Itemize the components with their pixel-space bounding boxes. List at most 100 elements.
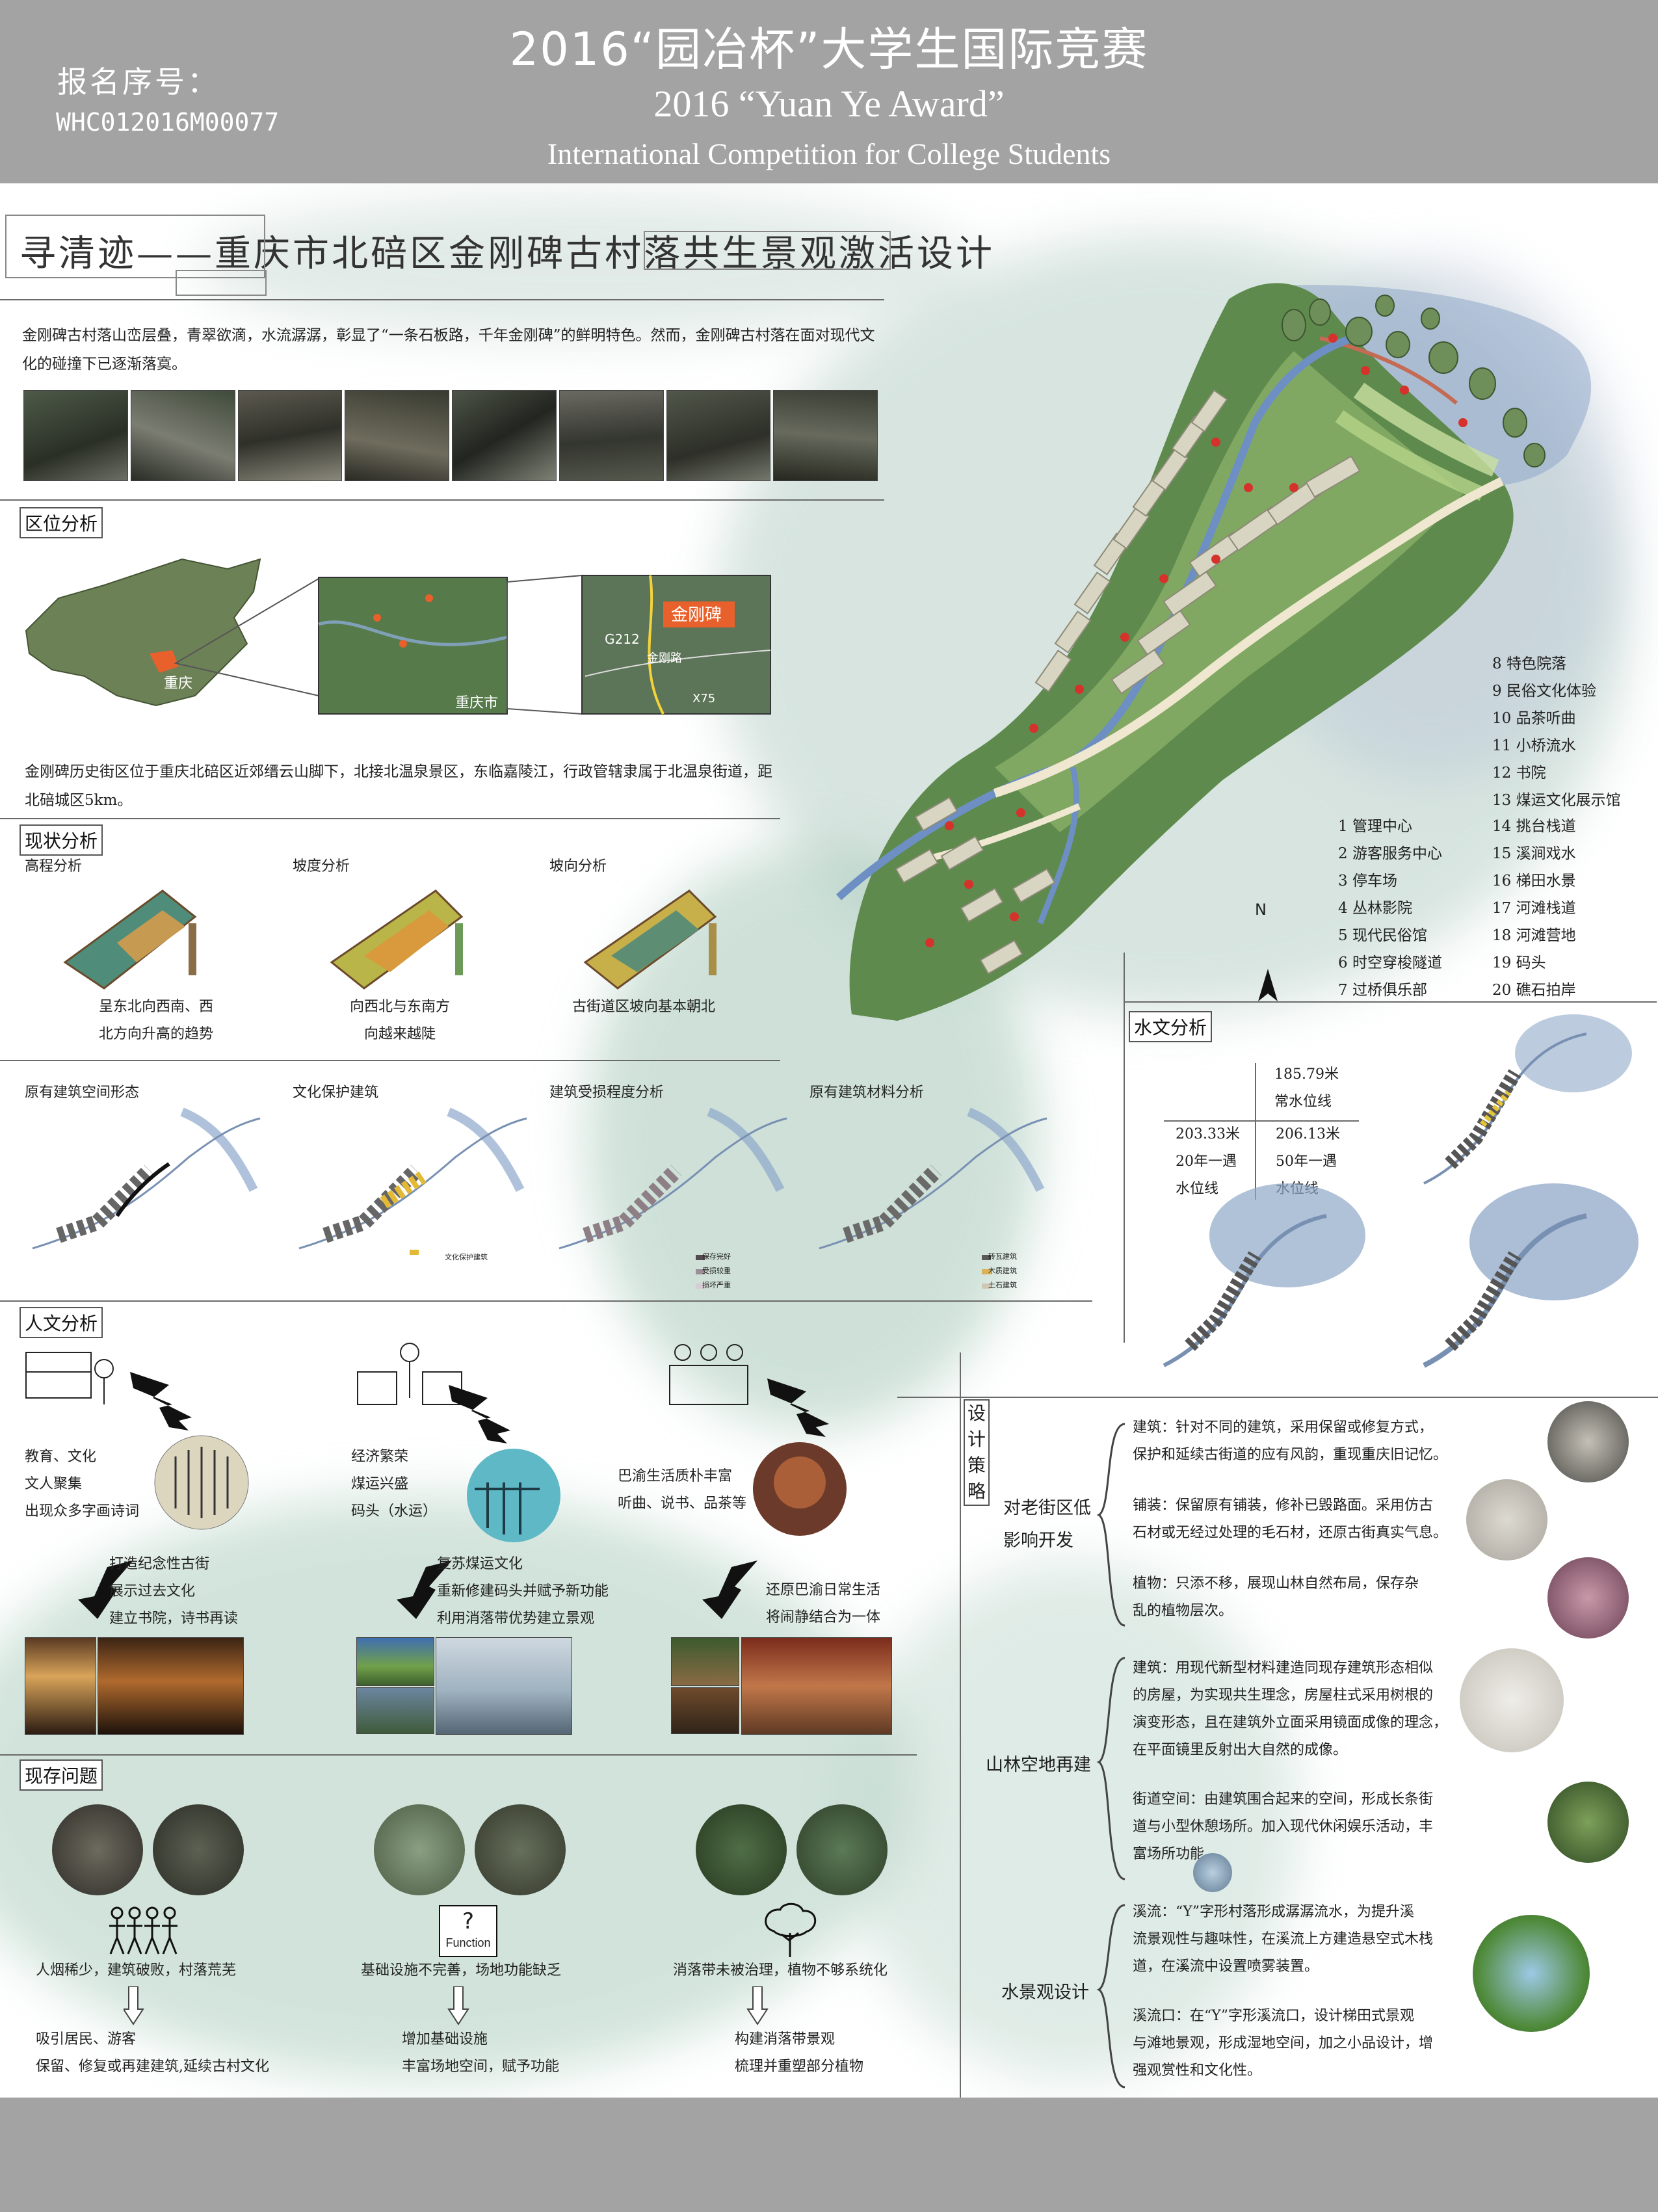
legend-item: 18 河滩营地 xyxy=(1492,927,1576,944)
water-level-table xyxy=(1164,1063,1359,1200)
aspect-legend xyxy=(709,923,717,975)
flood-map-20yr xyxy=(1163,1183,1365,1367)
brace xyxy=(1096,1904,1125,2088)
status-label-slope: 坡度分析 xyxy=(293,858,350,875)
stream-branch xyxy=(1037,766,1079,925)
problem-fix-1: 吸引居民、游客 保留、修复或再建建筑,延续古村文化 xyxy=(36,2031,269,2075)
legend-item: 1 管理中心 xyxy=(1338,818,1412,835)
legend-item: 4 丛林影院 xyxy=(1338,900,1412,917)
region-map-label: 重庆市 xyxy=(455,695,498,711)
village-photo xyxy=(237,390,343,481)
terraced-fields xyxy=(1335,410,1486,501)
legend-damage-1: 保存完好 xyxy=(702,1252,731,1261)
registration-number: WHC012016M00077 xyxy=(56,108,280,137)
legend-item: 14 挑台栈道 xyxy=(1492,818,1576,835)
humanities-col1-text: 教育、文化 文人聚集 出现众多字画诗词 xyxy=(25,1449,140,1520)
legend-item: 9 民俗文化体验 xyxy=(1492,683,1596,700)
humanities-col2-text: 经济繁荣 煤运兴盛 码头（水运） xyxy=(351,1449,438,1520)
strategy-image xyxy=(1547,1782,1629,1863)
wash-left xyxy=(0,1495,910,2081)
flood-maps xyxy=(1163,1014,1638,1368)
river-boat-photo xyxy=(436,1637,572,1735)
china-map xyxy=(25,558,261,707)
status-label-elevation: 高程分析 xyxy=(25,858,83,875)
status-label-aspect: 坡向分析 xyxy=(549,858,607,875)
pier-circle xyxy=(467,1449,560,1542)
divider xyxy=(1124,1001,1657,1003)
section-problems-title: 现存问题 xyxy=(20,1759,103,1791)
problem-photo xyxy=(52,1804,143,1895)
village-photo xyxy=(130,390,235,481)
legend-item: 15 溪涧戏水 xyxy=(1492,845,1576,862)
table-vline xyxy=(1255,1063,1256,1200)
region-marker xyxy=(399,640,407,648)
strategy-image xyxy=(1460,1648,1564,1752)
strategy-title: 设 计 策 略 xyxy=(964,1399,990,1506)
brace xyxy=(1096,1657,1125,1880)
bookstore-photo xyxy=(25,1637,96,1735)
site-road xyxy=(585,650,771,677)
section-status-title: 现状分析 xyxy=(20,824,103,856)
divider xyxy=(0,818,780,819)
lightning-arrow xyxy=(767,1378,829,1437)
lightning-arrow xyxy=(449,1385,510,1443)
divider xyxy=(0,299,884,300)
village-photo xyxy=(23,390,128,481)
lightning-arrow-down xyxy=(702,1560,757,1619)
village-photo xyxy=(666,390,771,481)
section-humanities-title: 人文分析 xyxy=(20,1307,103,1338)
legend-damage-3: 损坏严重 xyxy=(702,1281,731,1289)
building-label-protect: 文化保护建筑 xyxy=(293,1085,379,1101)
photo-strip xyxy=(23,390,878,481)
function-icon: ? Function xyxy=(439,1905,497,1957)
legend-item: 6 时空穿梭隧道 xyxy=(1338,955,1442,971)
strategy-braces xyxy=(1096,1423,1125,2088)
problem-issue-3: 消落带未被治理，植物不够系统化 xyxy=(673,1962,888,1979)
question-mark: ? xyxy=(462,1908,475,1934)
problem-photo xyxy=(475,1804,566,1895)
site-map xyxy=(581,575,771,715)
village-photo xyxy=(773,390,878,481)
site-tag-label: 金刚碑 xyxy=(671,605,722,625)
teahouse-photo xyxy=(671,1687,739,1734)
building-map-form xyxy=(32,1107,261,1250)
water-level-20yr: 203.33米 20年一遇 水位线 xyxy=(1176,1126,1240,1197)
strategy-image xyxy=(1547,1401,1629,1482)
title-frame-1 xyxy=(5,215,265,278)
strategy-image xyxy=(1547,1557,1629,1639)
legend-item: 5 现代民俗馆 xyxy=(1338,927,1427,944)
wash-bottom-right xyxy=(845,1560,1300,2081)
strategy-3-name: 水景观设计 xyxy=(1001,1982,1089,2003)
building-map-protect xyxy=(298,1107,527,1255)
divider xyxy=(0,1300,1092,1302)
region-river xyxy=(318,620,508,646)
table-hline xyxy=(1164,1120,1359,1122)
calligraphy-strokes xyxy=(174,1447,229,1518)
lightning-arrow-down xyxy=(397,1560,452,1619)
lakeside-photo xyxy=(356,1687,434,1734)
teahouse-photo xyxy=(671,1637,739,1686)
bookstore-photo xyxy=(98,1637,244,1735)
competition-title-cn: 2016“园冶杯”大学生国际竞赛 xyxy=(509,23,1149,76)
village-buildings xyxy=(895,389,1361,975)
village-photo xyxy=(345,390,449,481)
legend-item: 12 书院 xyxy=(1492,765,1546,782)
dock-worker-sketch xyxy=(357,1343,462,1405)
function-icon-label: Function xyxy=(445,1936,491,1949)
lightning-arrow xyxy=(130,1372,192,1430)
status-caption-elevation: 呈东北向西南、西 北方向升高的趋势 xyxy=(98,999,213,1042)
humanities-col3-text: 巴渝生活质朴丰富 听曲、说书、品茶等 xyxy=(618,1468,747,1512)
section-hydrology-title: 水文分析 xyxy=(1129,1011,1213,1042)
main-road xyxy=(993,477,1505,798)
location-maps: 重庆 重庆市 金刚碑 G212 金刚路 X75 xyxy=(25,558,771,715)
header-bar xyxy=(0,0,1658,183)
legend-col-right-top: 8 特色院落 9 民俗文化体验 10 品茶听曲 11 小桥流水 12 书院 13… xyxy=(1492,650,1621,814)
strategy-2-text: 建筑：用现代新型材料建造同现存建筑形态相似 的房屋，为实现共生理念，房屋柱式采用… xyxy=(1133,1660,1448,1862)
chongqing-highlight xyxy=(150,650,179,673)
flood-map-normal xyxy=(1423,1014,1632,1185)
strategy-image xyxy=(1473,1915,1590,2032)
master-plan xyxy=(836,283,1592,1021)
hollow-arrows xyxy=(124,1986,769,2025)
intro-text: 金刚碑古村落山峦层叠，青翠欲滴，水流潺潺，彰显了“一条石板路，千年金刚碑”的鲜明… xyxy=(22,327,875,373)
humanities-col3-response: 还原巴渝日常生活 将闹静结合为一体 xyxy=(766,1582,881,1626)
